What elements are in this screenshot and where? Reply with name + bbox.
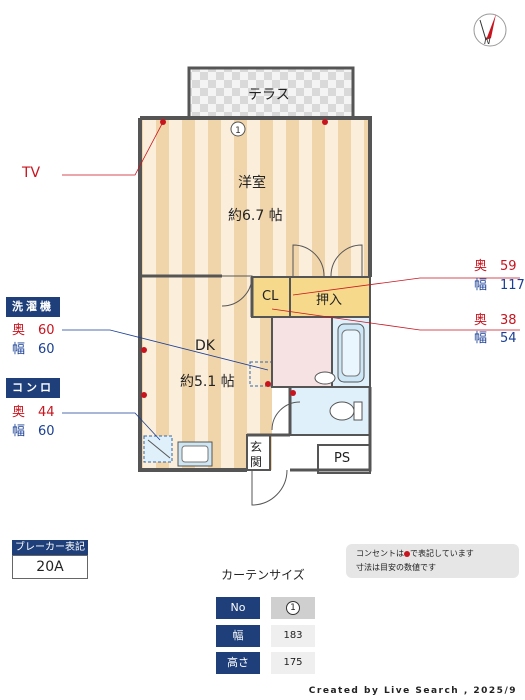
stove-tag: コンロ bbox=[6, 378, 60, 398]
breaker-value: 20A bbox=[12, 555, 88, 579]
svg-text:1: 1 bbox=[235, 126, 241, 136]
western-room-label: 洋室 bbox=[238, 175, 266, 191]
floor-plan: N 1 bbox=[62, 13, 520, 506]
cl-label: CL bbox=[262, 289, 279, 304]
dk-size: 約5.1 帖 bbox=[180, 374, 235, 390]
svg-text:N: N bbox=[484, 37, 491, 47]
legend-note: コンセントはで表記しています 寸法は目安の数値です bbox=[346, 544, 519, 578]
curtain-key: No bbox=[216, 597, 260, 619]
terrace bbox=[187, 66, 355, 120]
curtain-title: カーテンサイズ bbox=[221, 568, 305, 582]
toilet-icon bbox=[329, 401, 355, 421]
window-marker bbox=[230, 121, 246, 137]
curtain-value: 1 bbox=[271, 597, 315, 619]
curtain-value: 175 bbox=[271, 652, 315, 674]
breaker-label: ブレーカー表記 bbox=[12, 540, 88, 555]
door-swing-icon bbox=[221, 244, 363, 506]
note-line-2: 寸法は目安の数値です bbox=[356, 563, 436, 572]
oshiire-label: 押入 bbox=[316, 293, 343, 308]
outlet-dot-icon bbox=[141, 119, 328, 398]
terrace-label: テラス bbox=[248, 87, 290, 103]
washbasin-icon bbox=[314, 371, 336, 385]
credit-text: Created by Live Search , 2025/9 bbox=[308, 686, 517, 696]
compass-north-icon: N bbox=[473, 13, 507, 47]
tv-label: TV bbox=[22, 165, 41, 181]
western-room-floor bbox=[140, 118, 370, 276]
dk-label: DK bbox=[195, 338, 215, 354]
washer-tag: 洗濯機 bbox=[6, 297, 60, 317]
western-room-size: 約6.7 帖 bbox=[228, 208, 283, 224]
entrance-label-1: 玄 bbox=[250, 440, 263, 454]
entrance-label-2: 関 bbox=[250, 455, 263, 469]
curtain-key: 幅 bbox=[216, 625, 260, 647]
fridge-space bbox=[249, 361, 273, 387]
ps-label: PS bbox=[334, 451, 351, 466]
outlet-dot-icon bbox=[404, 550, 410, 557]
note-line-1: コンセントはで表記しています bbox=[356, 549, 474, 558]
curtain-key: 高さ bbox=[216, 652, 260, 674]
curtain-value: 183 bbox=[271, 625, 315, 647]
